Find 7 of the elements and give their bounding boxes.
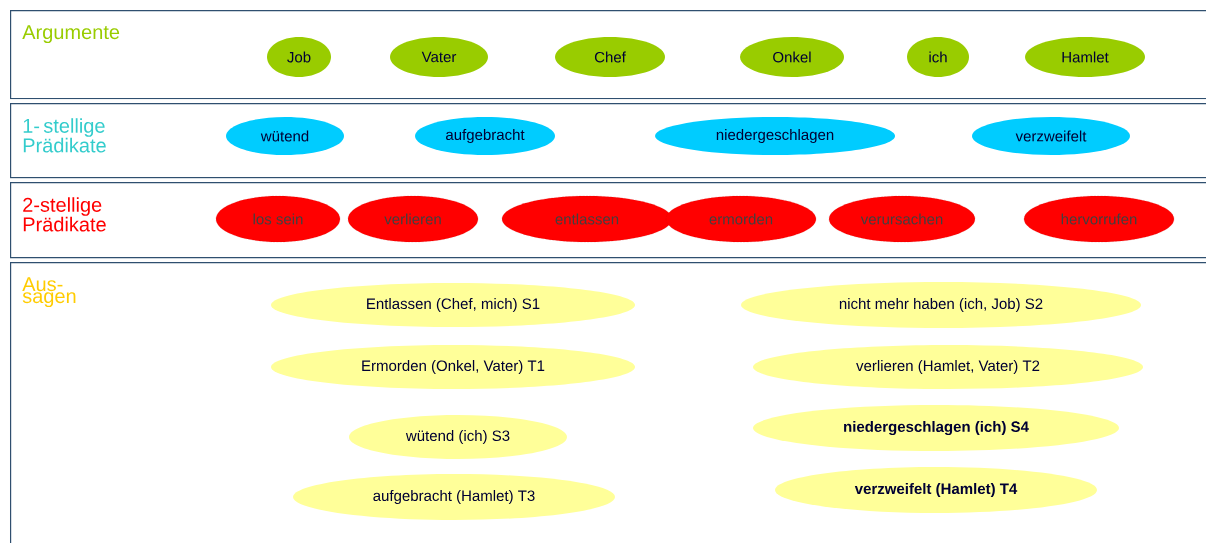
band-heading: Argumente bbox=[22, 25, 120, 44]
band-panel bbox=[10, 103, 1206, 179]
band-heading: Aus- sagen bbox=[22, 277, 76, 308]
band-panel bbox=[10, 10, 1206, 100]
band-heading: 1- stellige Prädikate bbox=[23, 118, 106, 153]
band-heading: 2-stellige Prädikate bbox=[23, 197, 106, 232]
band-panel bbox=[10, 182, 1206, 259]
